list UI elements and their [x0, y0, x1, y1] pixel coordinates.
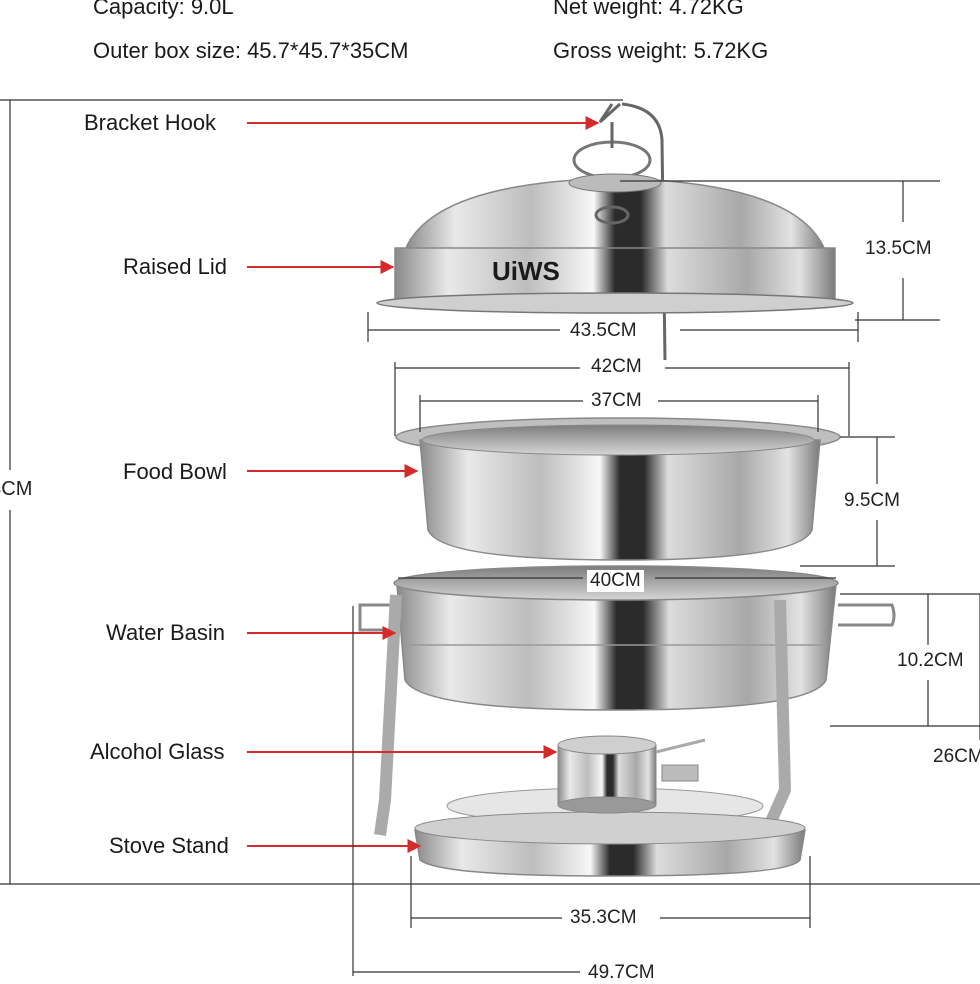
- stove-stand-illustration: [374, 594, 806, 877]
- gross-weight-spec: Gross weight: 5.72KG: [553, 38, 769, 63]
- stand-width-label: 35.3CM: [567, 907, 640, 929]
- food-bowl-illustration: [395, 417, 841, 561]
- bowl-outer-width-label: 42CM: [588, 356, 645, 378]
- callout-arrows: [247, 116, 600, 853]
- net-weight-spec: Net weight: 4.72KG: [553, 0, 744, 19]
- basin-height-label: 10.2CM: [894, 650, 967, 672]
- lid-height-label: 13.5CM: [862, 238, 935, 260]
- total-height-dimension: [0, 99, 980, 885]
- stand-height-label: 26CM: [930, 746, 980, 768]
- alcohol-glass-illustration: [557, 735, 706, 814]
- food-bowl-label: Food Bowl: [123, 459, 227, 484]
- water-basin-label: Water Basin: [106, 620, 226, 645]
- lid-width-label: 43.5CM: [567, 320, 640, 342]
- bowl-height-label: 9.5CM: [841, 490, 903, 512]
- capacity-spec: Capacity: 9.0L: [93, 0, 234, 19]
- raised-lid-label: Raised Lid: [123, 254, 227, 279]
- stove-stand-label: Stove Stand: [109, 833, 229, 858]
- basin-width-label: 40CM: [587, 570, 644, 592]
- raised-lid-illustration: [376, 173, 854, 314]
- bowl-inner-width-label: 37CM: [588, 390, 645, 412]
- brand-logo: UiWS: [492, 256, 560, 286]
- dimension-lines: [352, 180, 980, 976]
- total-height-label: 73CM: [0, 478, 36, 501]
- outer-box-spec: Outer box size: 45.7*45.7*35CM: [93, 38, 409, 63]
- bracket-hook-label: Bracket Hook: [84, 110, 217, 135]
- handle-width-label: 49.7CM: [585, 962, 658, 984]
- alcohol-glass-label: Alcohol Glass: [90, 739, 225, 764]
